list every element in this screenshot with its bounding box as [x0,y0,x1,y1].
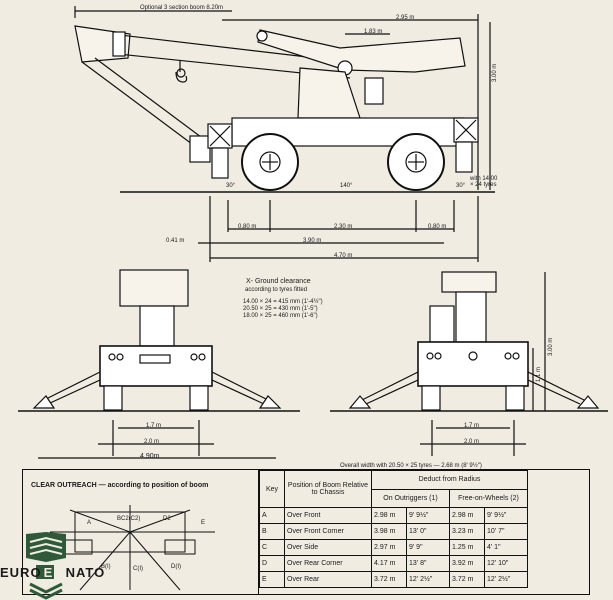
table-row: D Over Rear Corner 4.17 m 13' 8" 3.92 m … [259,555,528,572]
clearance-line-3: 18.00 × 25 = 460 mm (1'-6") [243,313,318,319]
top-dimension-lines [74,6,491,190]
crane-chassis-side [120,67,495,193]
row-o-ft: 13' 0" [406,523,450,540]
row-o-ft: 13' 8" [406,555,450,572]
row-w-ft: 12' 10" [484,555,528,572]
diagram-label-b1: B(I) [101,564,111,570]
col-wheels: Free-on-Wheels (2) [449,488,528,508]
row-key: C [259,539,285,556]
col-position: Position of Boom Relative to Chassis [284,470,372,508]
row-w-ft: 9' 9½" [484,507,528,524]
dim-jib: 1.83 m [364,29,383,35]
row-o-m: 2.97 m [371,539,407,556]
row-pos: Over Rear Corner [284,555,372,572]
row-w-ft: 4' 1" [484,539,528,556]
angle-center: 140° [340,183,353,189]
row-pos: Over Side [284,539,372,556]
crane-boom [74,25,466,163]
clearance-title: X- Ground clearance [246,278,311,285]
row-key: E [259,571,285,588]
row-key: A [259,507,285,524]
row-pos: Over Front [284,507,372,524]
row-pos: Over Front Corner [284,523,372,540]
diagram-label-d1: D(I) [171,564,181,570]
row-o-m: 2.98 m [371,507,407,524]
diagram-label-a: A [87,520,92,526]
logo-chevron-icon [26,532,66,600]
diagram-label-e: E [201,520,206,526]
row-w-m: 1.25 m [449,539,485,556]
overall-width-note: Overall width with 20.50 × 25 tyres — 2.… [340,463,482,469]
dim-height: 3.00 m [492,63,498,82]
col-outriggers: On Outriggers (1) [371,488,450,508]
clearance-line-1: 14.00 × 24 = 415 mm (1'-4½") [243,299,323,305]
angle-right: 30° [456,183,466,189]
row-o-ft: 9' 9½" [406,507,450,524]
deduct-table: Key Position of Boom Relative to Chassis… [259,470,528,588]
diagram-label-bc2: BC2(C2) [117,516,141,522]
dim-470: 4.70 m [334,253,353,259]
clear-outreach-title: CLEAR OUTREACH — according to position o… [31,482,209,489]
dim-080-left: 0.80 m [238,224,257,230]
rear-dim-300: 3.00 m [548,337,554,356]
diagram-label-d2: D2 [163,516,171,522]
logo-text-nato: NATO [65,565,106,580]
angle-left: 30° [226,183,236,189]
col-deduct: Deduct from Radius [371,470,528,490]
dim-230: 2.30 m [334,224,353,230]
col-key: Key [259,470,285,508]
row-key: D [259,555,285,572]
row-o-m: 3.72 m [371,571,407,588]
dim-080-right: 0.80 m [428,224,447,230]
outreach-left-panel: CLEAR OUTREACH — according to position o… [23,470,259,594]
table-row: E Over Rear 3.72 m 12' 2½" 3.72 m 12' 2½… [259,571,528,588]
crane-front-view [18,269,300,459]
table-row: C Over Side 2.97 m 9' 9" 1.25 m 4' 1" [259,539,528,556]
rear-dim-11: 1.1 m [536,366,542,382]
front-dim-20: 2.0 m [144,439,160,445]
rear-dim-20: 2.0 m [464,439,480,445]
diagram-label-c1: C(I) [133,566,143,572]
row-w-m: 3.92 m [449,555,485,572]
dim-390: 3.90 m [303,238,322,244]
side-dimension-lines [198,196,479,262]
dim-041: 0.41 m [166,238,185,244]
clearance-subtitle: according to tyres fitted [245,287,308,293]
row-o-m: 3.98 m [371,523,407,540]
row-w-m: 3.23 m [449,523,485,540]
row-o-ft: 9' 9" [406,539,450,556]
rear-dim-17: 1.7 m [464,423,480,429]
table-row: B Over Front Corner 3.98 m 13' 0" 3.23 m… [259,523,528,540]
row-w-m: 3.72 m [449,571,485,588]
logo-text-en: EN [43,565,64,580]
row-w-ft: 12' 2½" [484,571,528,588]
boom-label: Optional 3 section boom 8.20m [140,5,224,11]
row-w-m: 2.98 m [449,507,485,524]
front-dim-17: 1.7 m [146,423,162,429]
row-o-m: 4.17 m [371,555,407,572]
tyre-note: with 14.00 × 24 tyres [470,176,498,188]
row-o-ft: 12' 2½" [406,571,450,588]
row-w-ft: 10' 7" [484,523,528,540]
clearance-line-2: 20.50 × 25 = 430 mm (1'-5") [243,306,318,312]
table-row: A Over Front 2.98 m 9' 9½" 2.98 m 9' 9½" [259,507,528,524]
logo-text-euro: EURO [0,565,42,580]
outreach-table-box: CLEAR OUTREACH — according to position o… [22,469,590,595]
row-key: B [259,523,285,540]
outreach-plan-diagram [50,505,215,591]
crane-rear-view [330,271,608,456]
dim-overall-length-top: 2.95 m [396,15,415,21]
front-dim-490: 4.90m [140,453,160,460]
row-pos: Over Rear [284,571,372,588]
